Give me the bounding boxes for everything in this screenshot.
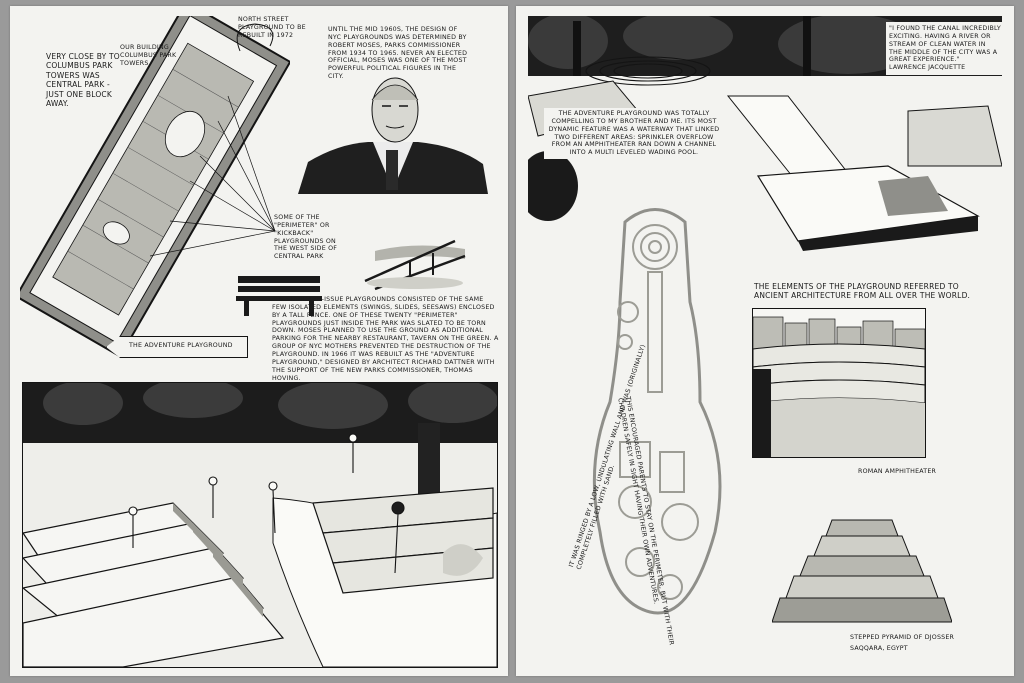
lawrence-quote: "I found the canal incredibly exciting. … (886, 22, 1002, 76)
pyramid-label-line2: Saqqara, Egypt (850, 644, 908, 652)
adventure-playground-banner: The Adventure Playground (106, 336, 248, 358)
amphitheater-drawing (753, 309, 925, 457)
left-comic-page: Very close by to Columbus Park Towers wa… (10, 6, 508, 676)
right-comic-page: "I found the canal incredibly exciting. … (516, 6, 1014, 676)
stepped-pyramid-drawing (772, 519, 952, 623)
playground-plan-drawing (592, 208, 722, 615)
adventure-playground-overview: "I found the canal incredibly exciting. … (528, 16, 1002, 256)
central-park-map (20, 16, 290, 358)
pyramid-label-line1: Stepped Pyramid of Djosser (850, 634, 955, 641)
adventure-playground-illustration (22, 382, 498, 668)
adventure-playground-caption: The Adventure Playground was totally com… (544, 108, 724, 160)
seesaw-illustration (364, 239, 466, 291)
map-callout-park-towers: Our building Columbus Park Towers (120, 44, 177, 67)
pyramid-label: Stepped Pyramid of Djosser Saqqara, Egyp… (850, 634, 1000, 653)
ancient-elements-caption: The elements of the playground referred … (754, 282, 971, 301)
amphitheater-label: Roman Amphitheater (858, 468, 937, 475)
map-callout-rebuilt: North Street Playground to be rebuilt in… (238, 16, 306, 39)
quote-author: Lawrence Jacquette (889, 64, 966, 72)
standard-playgrounds-text: His standard-issue playgrounds consisted… (272, 296, 499, 382)
map-label-perimeter: Some of the "perimeter" or "kickback" pl… (274, 214, 338, 261)
park-bench-illustration (236, 276, 322, 316)
intro-note: Very close by to Columbus Park Towers wa… (46, 52, 120, 108)
moses-text: Until the mid 1960s, the design of NYC p… (328, 26, 468, 81)
playground-scene (23, 383, 497, 667)
robert-moses-portrait (298, 77, 488, 194)
roman-amphitheater-panel (752, 308, 926, 458)
